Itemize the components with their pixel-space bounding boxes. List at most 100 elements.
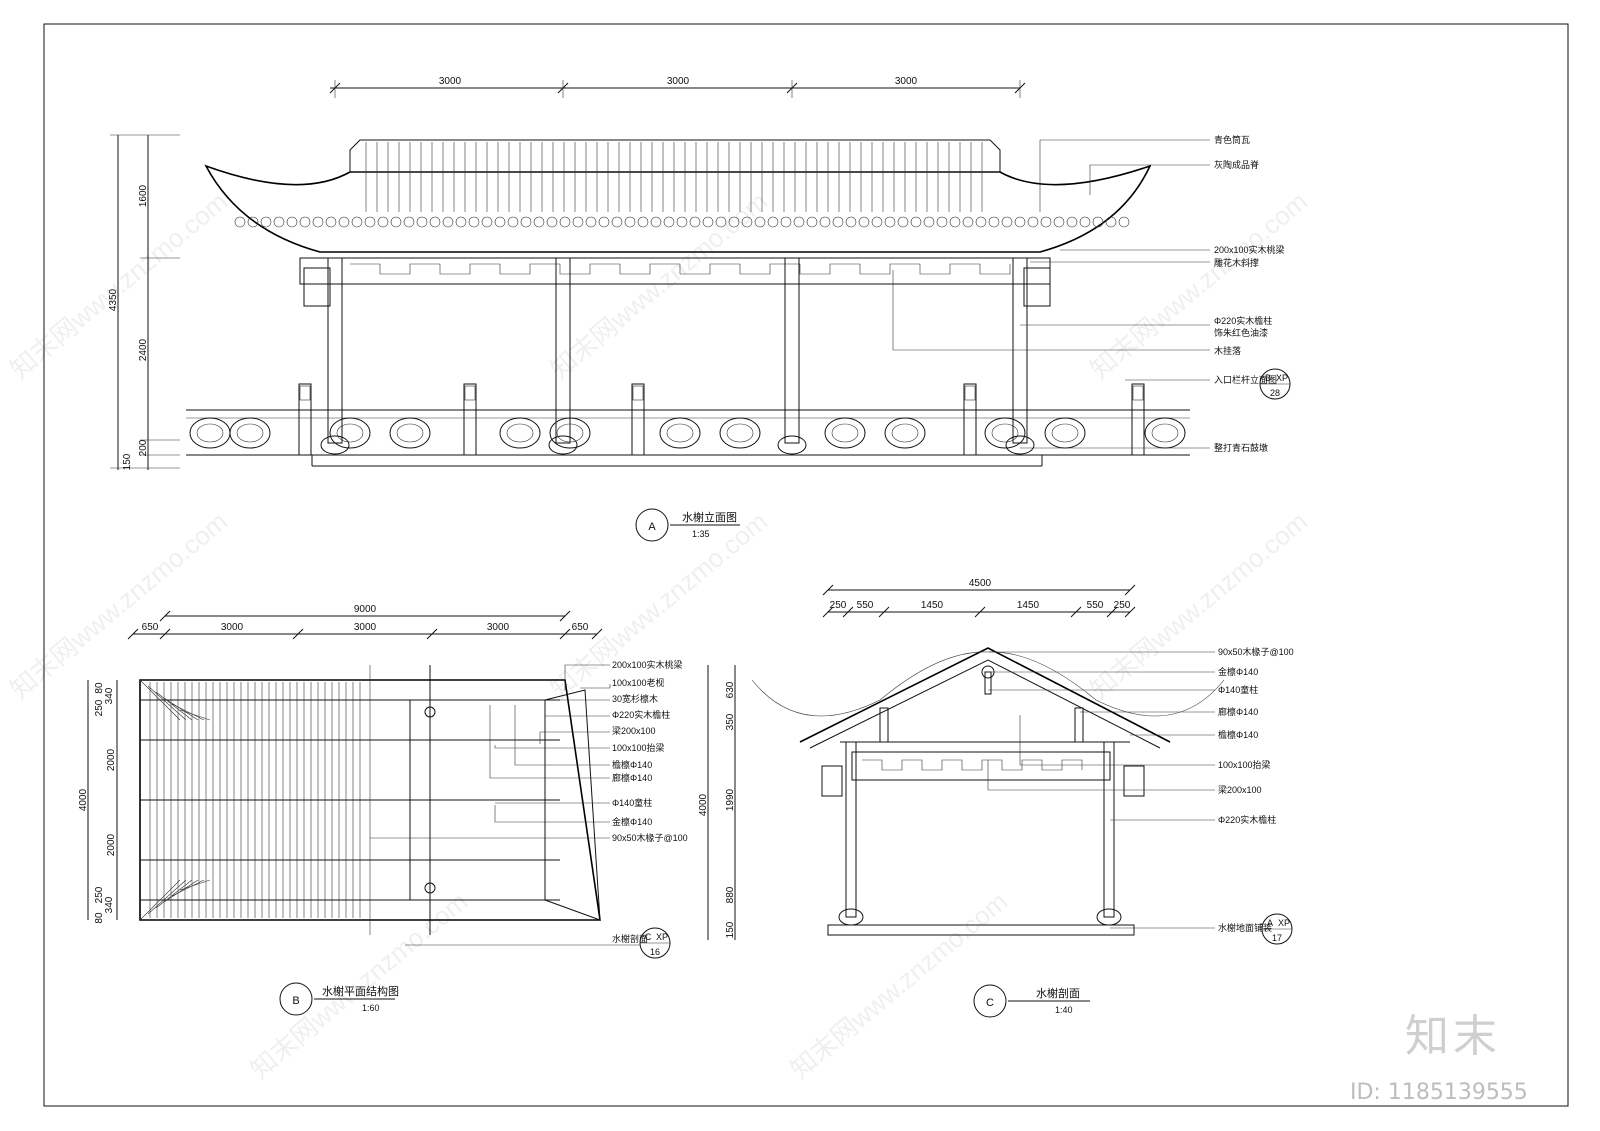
plan-label-purlin: 100x100老枧: [612, 677, 665, 688]
svg-text:17: 17: [1272, 933, 1282, 943]
sec-dim-4000: 4000: [698, 793, 709, 816]
svg-text:1:60: 1:60: [362, 1003, 380, 1013]
sec-title: C 水榭剖面 1:40: [973, 984, 1090, 1018]
svg-text:B: B: [1265, 373, 1271, 383]
sec-label-beam: 梁200x100: [1218, 784, 1262, 795]
plan-label-beam: 200x100实木桃梁: [612, 659, 683, 670]
section-drawing: 4500 250 550 1450 1450 550 250 630 350 1…: [698, 578, 1294, 1018]
sec-dim-630: 630: [725, 681, 736, 698]
watermark-text: 知末网www.znzmo.com: [5, 506, 233, 704]
sec-dim-total: 4500: [969, 578, 992, 589]
elev-label-railing: 入口栏杆立面图: [1214, 374, 1277, 385]
svg-text:16: 16: [650, 947, 660, 957]
watermark-text: 知末网www.znzmo.com: [545, 506, 773, 704]
sec-dim-1450b: 1450: [1017, 600, 1040, 611]
svg-text:1:35: 1:35: [692, 529, 710, 539]
elevation-drawing: 3000 3000 3000 1600 2400 4350 200 150: [108, 76, 1291, 542]
sec-label-eave: 檐檩Φ140: [1218, 729, 1258, 740]
elev-dim-1600: 1600: [138, 184, 149, 207]
svg-text:28: 28: [1270, 388, 1280, 398]
elev-dim-2400: 2400: [138, 338, 149, 361]
plan-label-fir: 30宽杉檩木: [612, 693, 658, 704]
plan-label-column: Φ220实木檐柱: [612, 709, 670, 720]
plan-label-gold: 金檩Φ140: [612, 816, 652, 827]
svg-text:1:40: 1:40: [1055, 1005, 1073, 1015]
plan-dim-4000: 4000: [78, 788, 89, 811]
plan-dim-250a: 250: [94, 699, 105, 716]
sheet-border: [43, 23, 1569, 1107]
watermark-text: 知末网www.znzmo.com: [245, 886, 473, 1084]
elev-label-paint: 饰朱红色油漆: [1214, 327, 1268, 338]
svg-text:XP: XP: [1276, 373, 1288, 383]
sec-dim-550a: 550: [857, 600, 874, 611]
sec-label-floor: 水榭地面铺装: [1218, 922, 1272, 933]
plan-dim-250b: 250: [94, 886, 105, 903]
sec-dim-880: 880: [725, 886, 736, 903]
plan-detail-callout: C XP 16: [639, 927, 671, 959]
plan-label-rafter: 90x50木椽子@100: [612, 832, 688, 843]
document-id: ID: 1185139555: [1350, 1080, 1528, 1105]
sec-dim-1990: 1990: [725, 788, 736, 811]
svg-text:水榭立面图: 水榭立面图: [682, 510, 737, 524]
elev-dim-4350: 4350: [108, 288, 119, 311]
plan-dim-650b: 650: [572, 622, 589, 633]
elev-label-tile: 青色筒瓦: [1214, 134, 1250, 145]
elev-dim-150: 150: [122, 453, 133, 470]
watermark-text: 知末网www.znzmo.com: [785, 886, 1013, 1084]
plan-drawing: 9000 650 3000 3000 3000 650 80 340 250 2…: [78, 604, 688, 1016]
sec-label-child: Φ140童柱: [1218, 684, 1258, 695]
elev-label-drum: 整打青石鼓墩: [1214, 442, 1268, 453]
elev-label-ridge: 灰陶成品脊: [1214, 159, 1259, 170]
sec-label-gold: 金檩Φ140: [1218, 666, 1258, 677]
plan-dim-2000b: 2000: [106, 833, 117, 856]
sec-dim-150: 150: [725, 921, 736, 938]
sec-dim-550b: 550: [1087, 600, 1104, 611]
elev-label-column: Φ220实木檐柱: [1214, 315, 1272, 326]
brand-logo-text: 知末: [1405, 1011, 1501, 1062]
svg-text:水榭剖面: 水榭剖面: [1036, 986, 1080, 1000]
sec-label-column: Φ220实木檐柱: [1218, 814, 1276, 825]
plan-label-eave: 檐檩Φ140: [612, 759, 652, 770]
sec-label-rafter: 90x50木椽子@100: [1218, 646, 1294, 657]
plan-label-corridor: 廊檩Φ140: [612, 772, 652, 783]
svg-text:A: A: [648, 521, 656, 533]
plan-dim-80b: 80: [94, 912, 105, 924]
plan-section-ref: 水榭剖面: [612, 933, 648, 944]
sec-label-lift: 100x100抬梁: [1218, 759, 1271, 770]
plan-dim-3000b: 3000: [354, 622, 377, 633]
svg-text:XP: XP: [1278, 918, 1290, 928]
svg-text:XP: XP: [656, 932, 668, 942]
plan-dim-3000a: 3000: [221, 622, 244, 633]
elev-label-hanging: 木挂落: [1214, 345, 1241, 356]
watermark-text: 知末网www.znzmo.com: [5, 186, 233, 384]
svg-text:C: C: [645, 932, 652, 942]
elev-label-beam: 200x100实木桃梁: [1214, 244, 1285, 255]
watermark-text: 知末网www.znzmo.com: [545, 186, 773, 384]
elev-detail-callout: B XP 28: [1259, 368, 1291, 400]
elev-title: A 水榭立面图 1:35: [635, 508, 740, 542]
sec-dim-350: 350: [725, 713, 736, 730]
svg-text:A: A: [1267, 918, 1273, 928]
sec-detail-callout: A XP 17: [1261, 913, 1293, 945]
plan-dim-3000c: 3000: [487, 622, 510, 633]
plan-dim-650a: 650: [142, 622, 159, 633]
plan-label-beam2: 梁200x100: [612, 725, 656, 736]
elev-dim-3: 3000: [895, 76, 918, 87]
plan-dim-80a: 80: [94, 682, 105, 694]
svg-text:水榭平面结构图: 水榭平面结构图: [322, 984, 399, 998]
plan-title: B 水榭平面结构图 1:60: [279, 982, 399, 1016]
sec-dim-1450a: 1450: [921, 600, 944, 611]
svg-text:C: C: [986, 997, 994, 1009]
sec-dim-250a: 250: [830, 600, 847, 611]
plan-label-child: Φ140童柱: [612, 797, 652, 808]
svg-text:B: B: [292, 995, 299, 1007]
plan-label-lift: 100x100抬梁: [612, 742, 665, 753]
sec-label-corridor: 廊檩Φ140: [1218, 706, 1258, 717]
elev-dim-1: 3000: [439, 76, 462, 87]
elev-dim-2: 3000: [667, 76, 690, 87]
plan-dim-2000a: 2000: [106, 748, 117, 771]
plan-dim-340a: 340: [104, 687, 115, 704]
plan-dim-total: 9000: [354, 604, 377, 615]
elev-dim-200: 200: [138, 439, 149, 456]
